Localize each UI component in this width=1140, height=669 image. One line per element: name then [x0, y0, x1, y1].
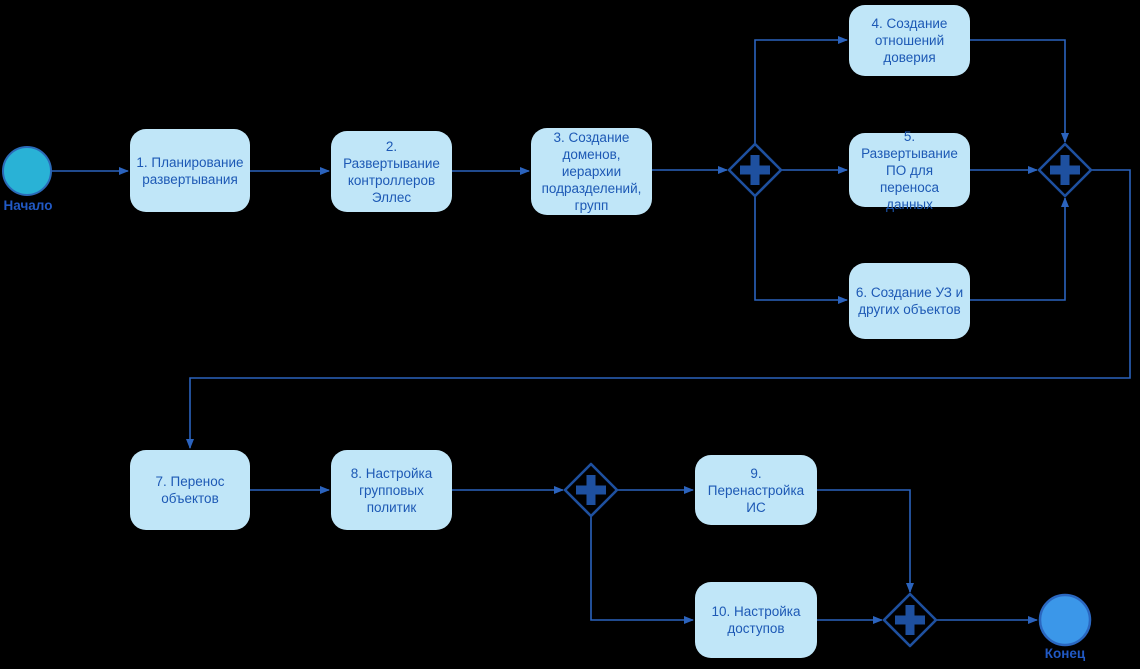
- flow-gateway1-to-task4: [754, 36, 848, 144]
- start-event-circle: [2, 146, 52, 196]
- task-10-access-setup: 10. Настройка доступов: [695, 582, 817, 658]
- task-9-reconfigure-is: 9. Перенастройка ИС: [695, 455, 817, 525]
- task-8-group-policies: 8. Настройка групповых политик: [331, 450, 452, 530]
- flow-task9-to-gateway4: [817, 489, 914, 593]
- flow-gateway1-to-task6: [754, 196, 848, 304]
- task-7-move-objects: 7. Перенос объектов: [130, 450, 250, 530]
- task-3-create-domains: 3. Создание доменов, иерархии подразделе…: [531, 128, 652, 215]
- task-2-deploy-controllers: 2. Развертывание контроллеров Эллес: [331, 131, 452, 212]
- task-4-trust-relations: 4. Создание отношений доверия: [849, 5, 970, 76]
- start-event-label: Начало: [3, 198, 53, 213]
- task-5-deploy-migration-sw: 5. Развертывание ПО для переноса данных: [849, 129, 970, 212]
- flow-gateway3-to-task10: [590, 516, 694, 624]
- parallel-gateway-split-1: [727, 142, 783, 198]
- plus-icon: [1050, 155, 1080, 185]
- end-event-circle: [1038, 593, 1092, 647]
- plus-icon: [740, 155, 770, 185]
- parallel-gateway-join-1: [1037, 142, 1093, 198]
- parallel-gateway-split-2: [563, 462, 619, 518]
- flow-task6-to-gateway2: [970, 197, 1069, 301]
- flow-gateway2-to-task7: [186, 169, 1131, 449]
- end-event-label: Конец: [1044, 646, 1086, 661]
- plus-icon: [576, 475, 606, 505]
- task-6-create-accounts: 6. Создание УЗ и других объектов: [849, 263, 970, 339]
- task-1-planning: 1. Планирование развертывания: [130, 129, 250, 212]
- flow-task4-to-gateway2: [970, 39, 1069, 143]
- plus-icon: [895, 605, 925, 635]
- parallel-gateway-join-2: [882, 592, 938, 648]
